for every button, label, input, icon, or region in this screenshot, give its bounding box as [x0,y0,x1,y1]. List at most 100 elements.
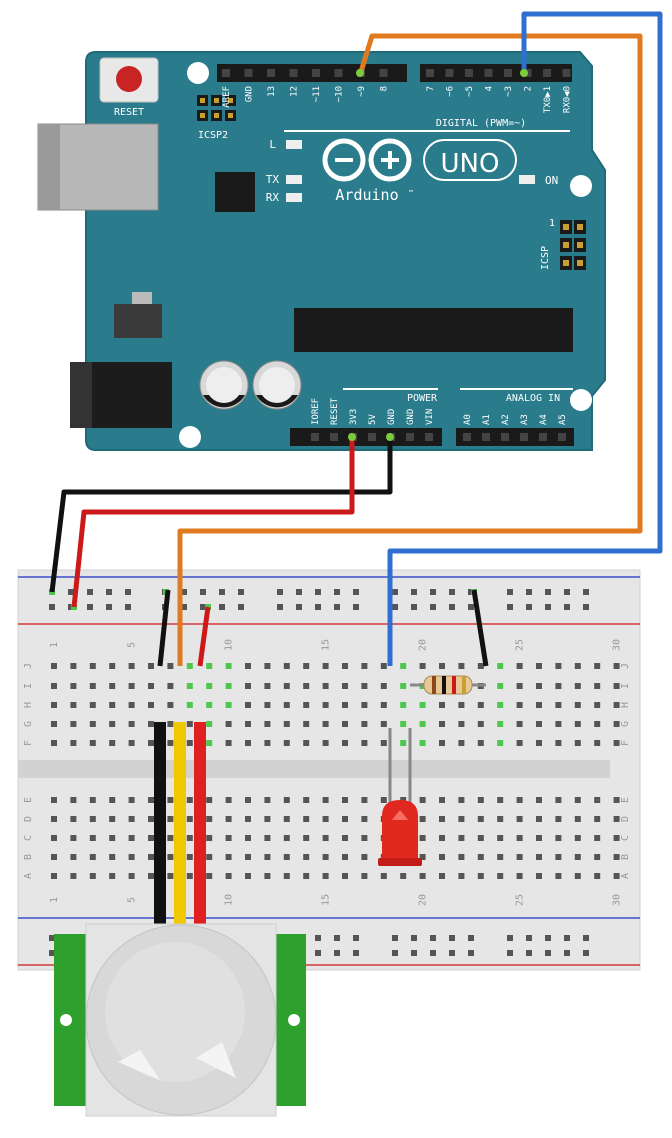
breadboard-hole [400,873,407,879]
breadboard-hole [148,663,154,669]
column-number: 30 [612,639,623,651]
breadboard-hole [516,740,523,746]
led-on-label: ON [545,174,558,187]
capacitor [199,360,249,410]
rail-hole [181,604,187,610]
header-pin-contact [563,224,569,230]
power-header-label: POWER [407,393,438,404]
header-pin [267,69,275,77]
breadboard-hole [380,797,387,803]
reset-button-cap [116,66,142,92]
breadboard-hole [51,797,57,803]
breadboard-hole [148,721,154,727]
breadboard-hole [516,854,523,860]
jumper-black [157,589,171,667]
breadboard-hole [51,816,57,822]
breadboard-hole [283,663,290,669]
breadboard-hole [516,683,523,689]
breadboard-hole [51,835,57,841]
wire-blue [387,11,663,666]
rail-hole [507,950,513,956]
breadboard-hole [109,835,116,841]
breadboard-hole [51,740,57,746]
header-pin-contact [214,113,219,118]
breadboard-hole [128,873,135,879]
breadboard-hole [555,873,562,879]
breadboard-hole [206,702,213,708]
rail-hole [411,935,417,941]
breadboard-hole [574,702,581,708]
breadboard-hole [186,797,193,803]
breadboard-hole [574,797,581,803]
breadboard-hole [497,816,504,822]
breadboard-hole [380,663,387,669]
analog-pins [463,433,566,441]
model-label: UNO [441,149,500,179]
led-l-label: L [269,138,276,151]
column-number: 1 [49,642,60,648]
rail-hole [334,950,340,956]
breadboard-hole [477,854,484,860]
breadboard-hole [109,721,116,727]
header-pin-contact [214,98,219,103]
rail-hole [583,604,589,610]
breadboard-hole [264,663,271,669]
breadboard-hole [283,854,290,860]
breadboard-hole [264,854,271,860]
pir-sensor [54,923,306,1117]
breadboard-hole [89,854,96,860]
breadboard-hole [109,873,116,879]
breadboard-hole [206,797,213,803]
regulator-tab [132,292,152,304]
breadboard-hole [245,816,251,822]
rail-hole [449,935,455,941]
header-pin [504,69,512,77]
voltage-regulator [114,304,162,338]
breadboard-hole [536,702,542,708]
breadboard-hole [128,740,135,746]
header-pin [379,69,388,77]
pin-label: 4 [485,86,495,91]
mounting-hole [570,389,592,411]
rail-hole [430,589,436,595]
pin-label: A4 [539,414,549,425]
header-pin [222,69,230,77]
breadboard-hole [303,797,310,803]
breadboard-hole [516,873,523,879]
header-pin-contact [563,242,569,248]
breadboard-hole [555,683,562,689]
breadboard-holes [49,589,620,956]
breadboard-hole [574,663,581,669]
row-letter: I [23,683,34,689]
usb-connector-shade [38,124,60,210]
breadboard-hole [555,797,562,803]
breadboard-hole [342,797,348,803]
breadboard-hole [186,740,193,746]
breadboard-hole [148,854,154,860]
breadboard-hole [303,663,310,669]
header-pin [539,433,547,441]
breadboard-hole [303,835,310,841]
breadboard-hole [574,835,581,841]
breadboard-hole [477,721,484,727]
header-pin-contact [200,98,205,103]
brand-label: Arduino [335,186,398,204]
breadboard-hole [594,854,601,860]
rail-hole [315,604,321,610]
rail-hole [411,950,417,956]
breadboard-hole [206,854,213,860]
capacitor [252,360,302,410]
pin-label: A0 [463,414,473,425]
breadboard-hole [322,816,329,822]
breadboard-hole [303,873,310,879]
breadboard-hole [148,873,154,879]
mounting-hole [570,175,592,197]
rail-hole [219,589,225,595]
breadboard-hole [400,702,407,708]
breadboard-hole [574,854,581,860]
breadboard-hole [206,835,213,841]
rail-hole [125,589,131,595]
pin-label: A5 [558,414,568,425]
breadboard-hole [167,702,174,708]
